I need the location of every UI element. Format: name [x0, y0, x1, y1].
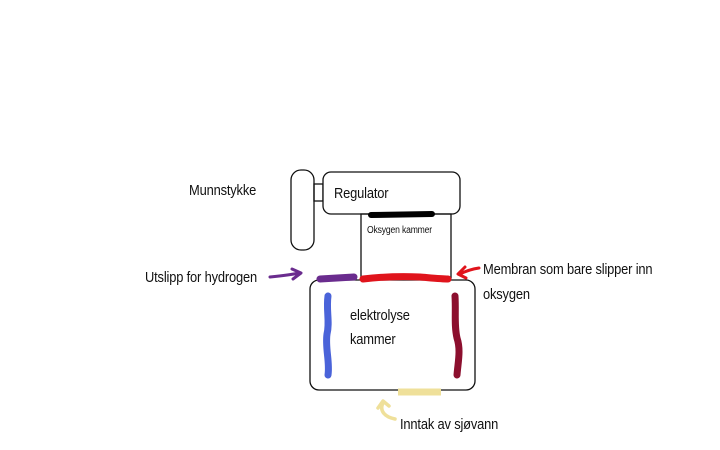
seawater-intake-label: Inntak av sjøvann	[400, 416, 499, 433]
hydrogen-outlet-label: Utslipp for hydrogen	[145, 269, 258, 286]
electrolysis-label-line2: kammer	[350, 331, 396, 348]
electrolysis-label-line1: elektrolyse	[350, 307, 410, 324]
regulator-seal	[368, 211, 435, 218]
electrode-right	[451, 292, 463, 379]
regulator-label: Regulator	[334, 185, 389, 202]
oxygen-chamber-label: Oksygen kammer	[367, 225, 432, 236]
membrane-label-line2: oksygen	[483, 286, 530, 303]
mouthpiece-connector	[313, 183, 324, 202]
hydrogen-outlet-bar	[316, 273, 358, 283]
mouthpiece-shape	[290, 169, 315, 251]
electrode-left	[323, 292, 332, 379]
membrane-line	[359, 273, 452, 283]
arrow-hydrogen	[268, 267, 303, 281]
arrow-membrane	[456, 265, 481, 280]
arrow-seawater	[376, 399, 397, 421]
membrane-label-line1: Membran som bare slipper inn	[483, 261, 653, 278]
oxygen-chamber-box	[360, 213, 452, 279]
mouthpiece-label: Munnstykke	[189, 182, 257, 199]
